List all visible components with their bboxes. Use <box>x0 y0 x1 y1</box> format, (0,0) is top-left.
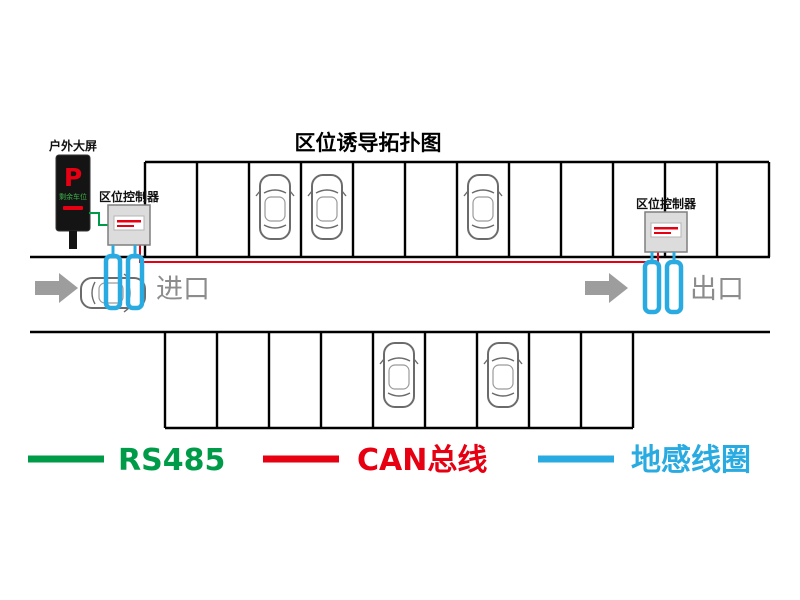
top-parking-row <box>143 160 771 257</box>
display-ticker-bar <box>63 206 83 210</box>
induction-loop <box>103 253 123 311</box>
legend-label-loop: 地感线圈 <box>631 443 751 478</box>
parked-car-icon <box>255 174 295 240</box>
display-pole <box>69 231 77 249</box>
entrance-label: 进口 <box>156 274 210 305</box>
diagram-title: 区位诱导拓扑图 <box>295 131 442 155</box>
zone-controller-left-label: 区位控制器 <box>99 189 160 204</box>
display-subtext: 剩余车位 <box>59 192 87 201</box>
parked-car-icon <box>483 342 523 408</box>
controller-screen-text-bar <box>117 220 141 223</box>
parked-car-icon <box>379 342 419 408</box>
zone-controller-right: 区位控制器 <box>636 196 697 253</box>
legend-label-rs485: RS485 <box>118 443 225 478</box>
parked-car-icon <box>463 174 503 240</box>
legend-label-can: CAN总线 <box>357 443 487 478</box>
controller-screen <box>113 215 145 231</box>
controller-screen-text-bar <box>117 225 134 227</box>
parked-car-icon <box>307 174 347 240</box>
zone-controller-left: 区位控制器 <box>99 189 160 246</box>
rs485-link-line <box>89 212 108 226</box>
outdoor-display-label: 户外大屏 <box>49 138 97 153</box>
zone-controller-right-label: 区位控制器 <box>636 196 697 211</box>
driving-lane <box>30 255 770 334</box>
controller-screen-text-bar <box>654 227 678 230</box>
induction-loop <box>664 259 684 315</box>
exit-arrow-icon <box>585 273 628 303</box>
exit-label: 出口 <box>690 274 744 305</box>
ground-loops-entrance <box>103 245 145 311</box>
induction-loop <box>125 253 145 311</box>
induction-loop <box>642 259 662 315</box>
outdoor-display: 户外大屏 P 剩余车位 <box>49 138 97 249</box>
controller-screen <box>650 222 682 238</box>
legend: RS485 CAN总线 地感线圈 <box>28 443 751 478</box>
bottom-parking-row <box>163 332 635 430</box>
display-p-letter: P <box>64 163 82 192</box>
entrance-arrow-icon <box>35 273 78 303</box>
can-bus-line <box>139 245 659 263</box>
ground-loops-exit <box>642 252 684 315</box>
controller-screen-text-bar <box>654 232 671 234</box>
